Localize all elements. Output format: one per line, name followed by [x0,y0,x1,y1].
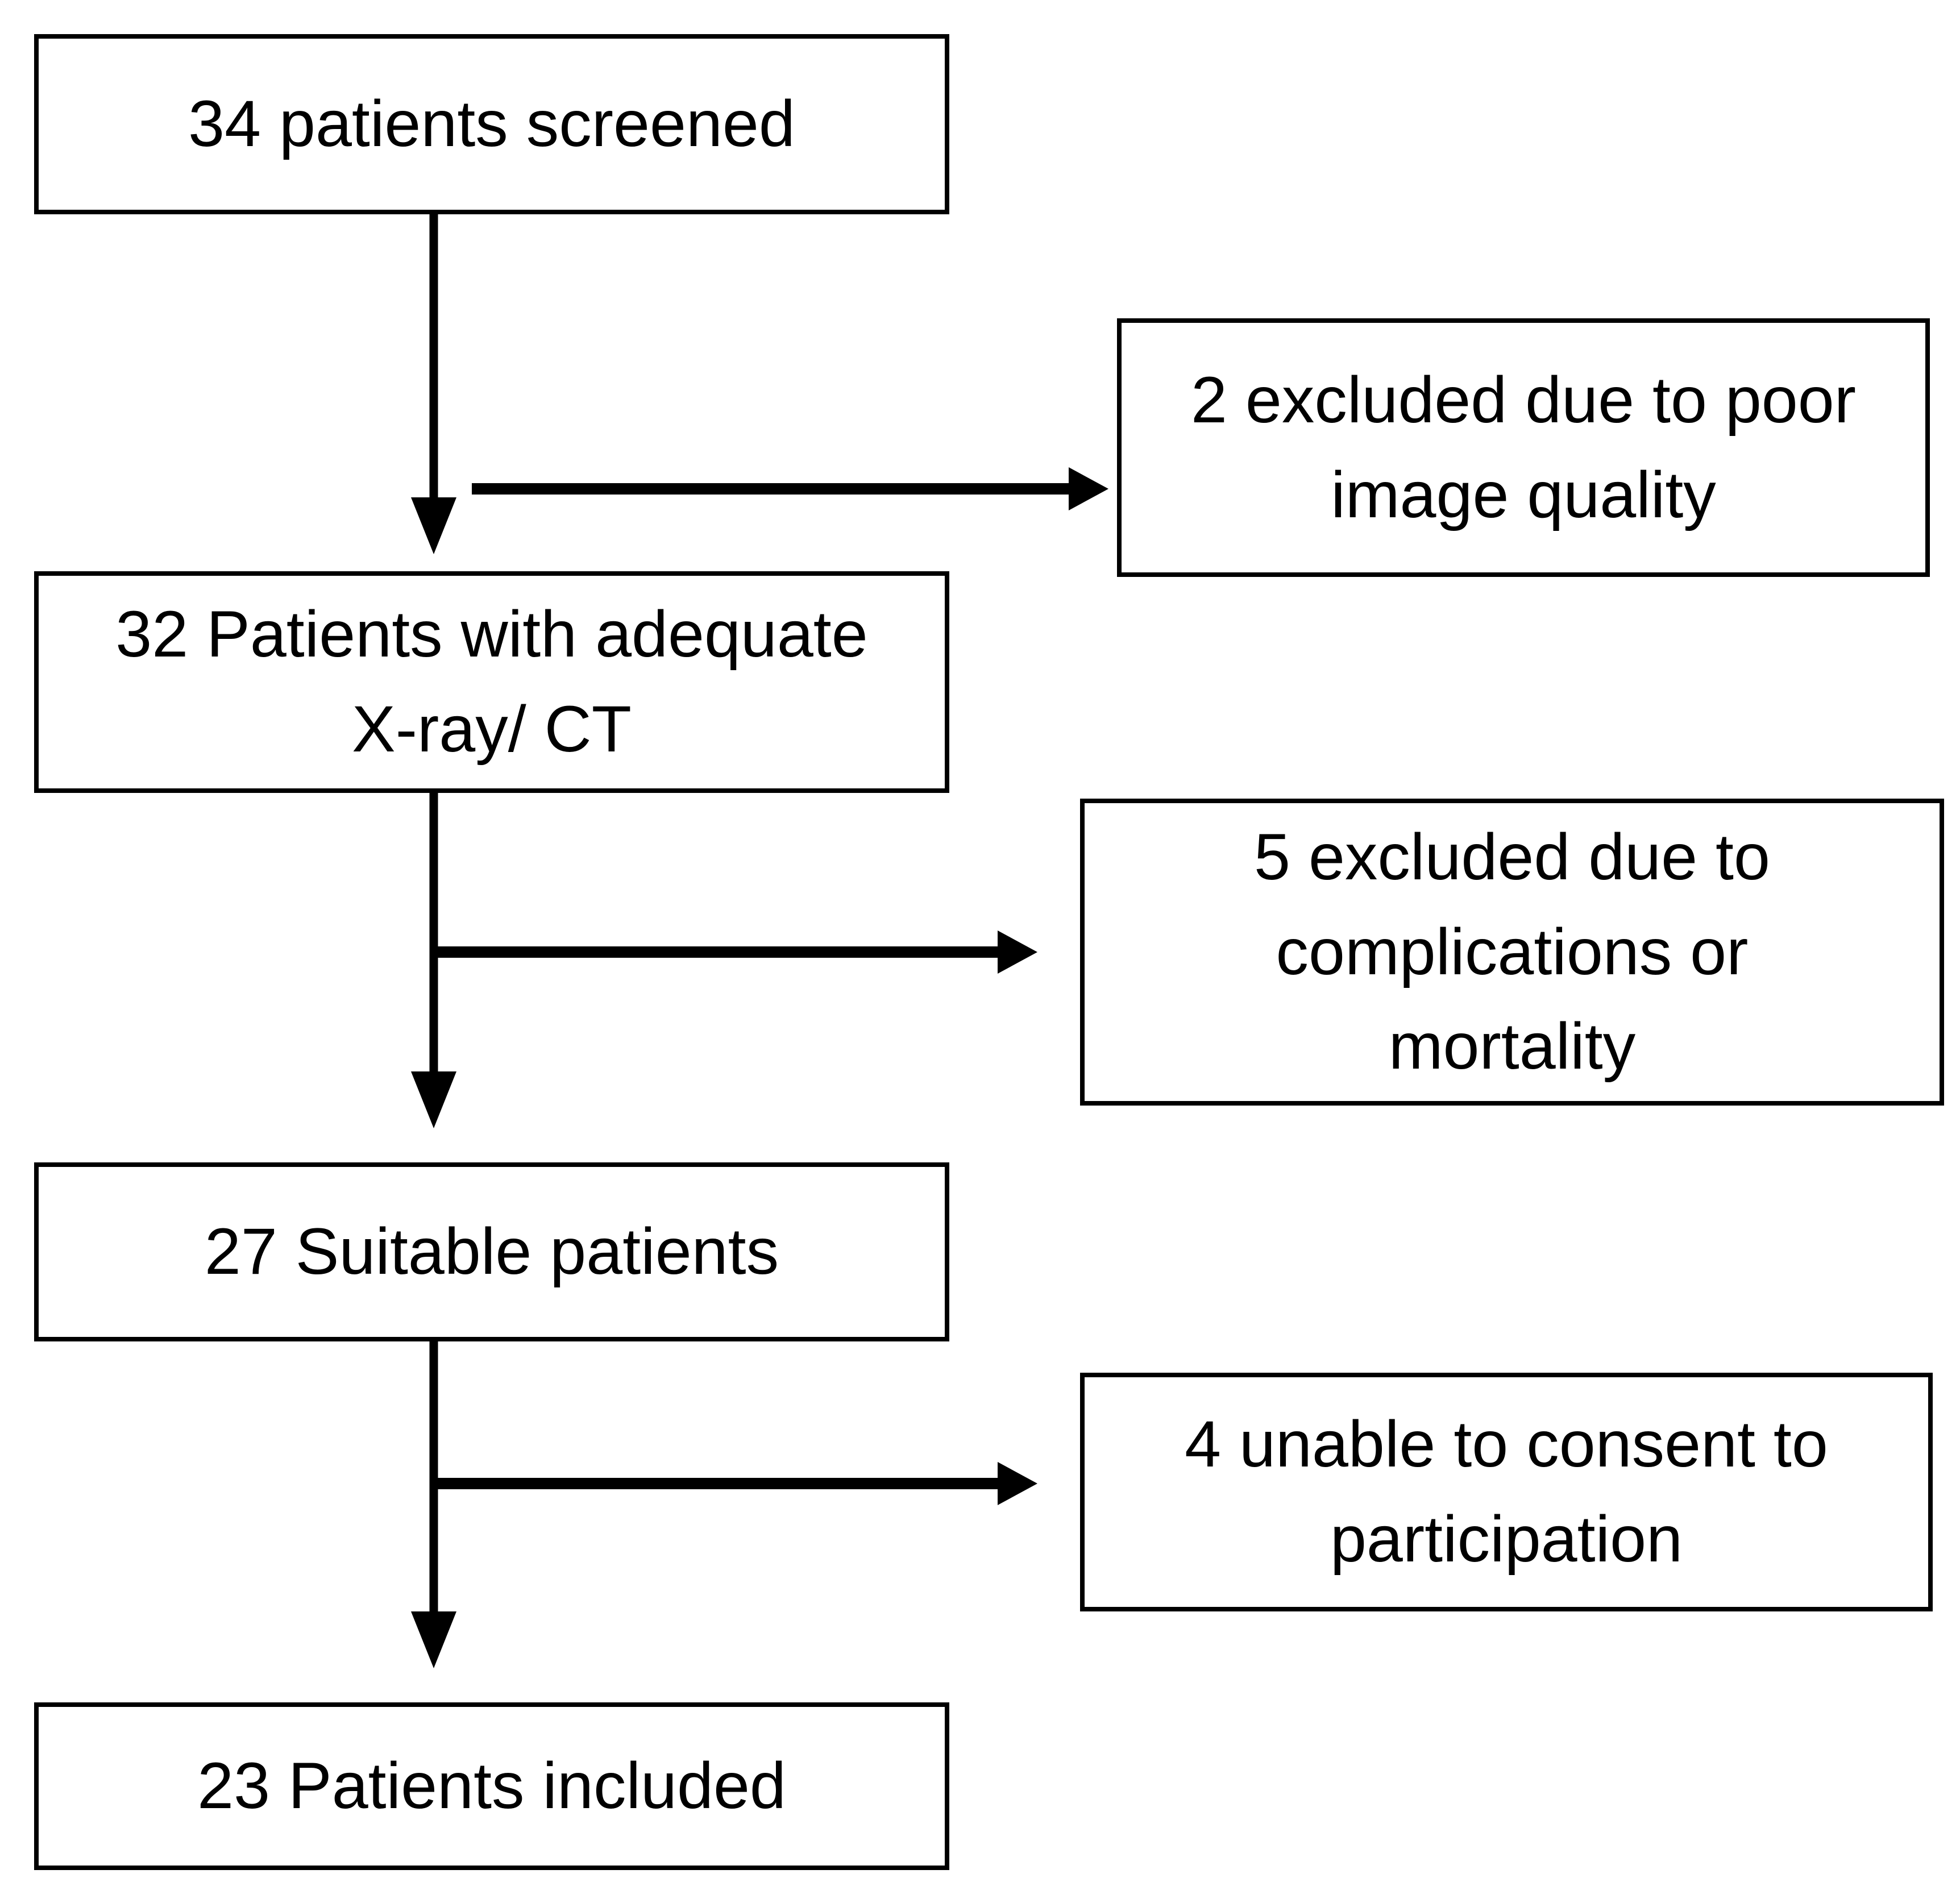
arrow-suitable-to-included [411,1341,456,1668]
node-unable-to-consent: 4 unable to consent to participation [1080,1373,1933,1611]
arrowhead-down-icon [411,1071,456,1128]
arrowhead-right-icon [998,1462,1037,1505]
arrowhead-down-icon [411,497,456,554]
arrow-suitable-to-unable-consent [434,1462,1037,1505]
arrow-adequate-to-suitable [411,793,456,1128]
arrowhead-right-icon [1069,467,1108,510]
node-excluded-poor-image-quality: 2 excluded due to poor image quality [1117,318,1930,577]
arrow-screened-to-excluded-poor-image [472,467,1108,510]
arrow-screened-to-adequate [411,214,456,554]
node-patients-included: 23 Patients included [34,1702,949,1870]
arrowhead-right-icon [998,930,1037,974]
node-excluded-complications-mortality: 5 excluded due to complications or morta… [1080,799,1944,1106]
arrowhead-down-icon [411,1611,456,1668]
node-patients-screened: 34 patients screened [34,34,949,214]
node-adequate-xray-ct: 32 Patients with adequate X-ray/ CT [34,571,949,793]
arrow-adequate-to-excluded-complications [434,930,1037,974]
node-suitable-patients: 27 Suitable patients [34,1162,949,1341]
